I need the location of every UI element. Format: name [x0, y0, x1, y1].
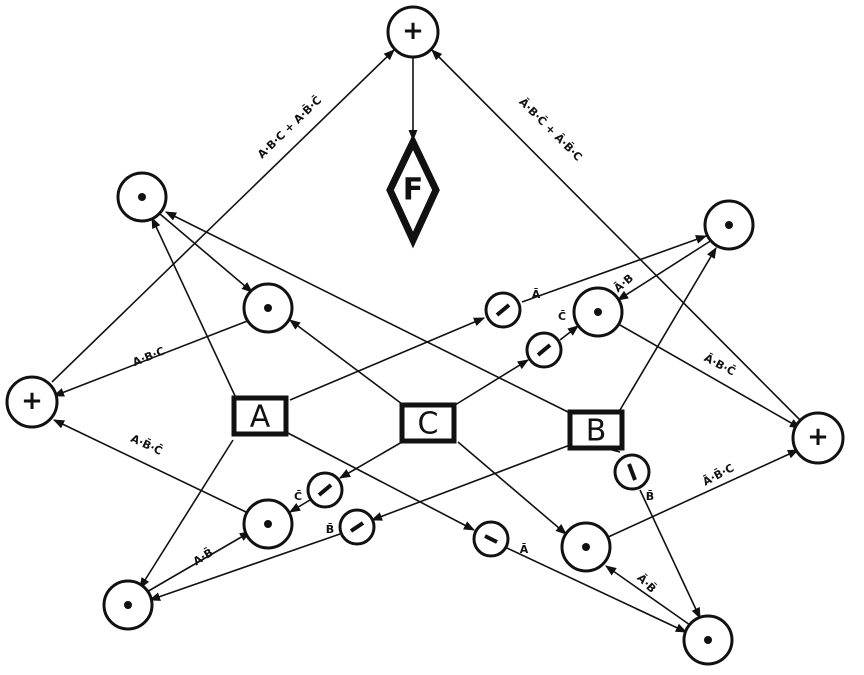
edge-not-b-to-and-bl: [148, 533, 341, 601]
label-abc: A·B·C: [131, 344, 167, 369]
label-not-a-bottom: Ā: [520, 543, 529, 556]
svg-text:+: +: [402, 16, 424, 46]
not-gate-a-bottom: [472, 520, 510, 558]
label-not-a-top: Ā: [532, 288, 541, 301]
edge-a-to-and-tl: [151, 216, 237, 399]
edge-c-to-not-c-left: [339, 441, 403, 479]
and-gate-na-nb: [682, 614, 734, 666]
or-gates: + + +: [5, 5, 845, 465]
edge-not-b-to-and-br: [639, 489, 701, 620]
edge-a-to-not-a-bottom: [285, 431, 475, 531]
label-or-right-to-top: Ā·B·C̄ + Ā·B̄·C: [516, 95, 584, 163]
edge-a-to-and-bl: [139, 439, 234, 589]
or-gate-right: +: [791, 411, 845, 465]
edge-not-c-to-and-ab-nc: [289, 499, 311, 513]
edge-and-bl-to-and-ab-nc: [144, 531, 251, 594]
edge-abc-to-or-left: [52, 319, 251, 397]
input-boxes: A C B: [231, 395, 625, 451]
not-gate-b-right: [613, 453, 651, 491]
edge-ab-nc-to-or-left: [52, 419, 247, 513]
edge-not-c-to-and-nab-nc: [559, 325, 579, 341]
svg-text:B: B: [586, 414, 607, 449]
edge-not-a-to-and-br: [506, 547, 688, 633]
svg-text:+: +: [807, 422, 829, 452]
edge-a-to-not-a-top: [289, 317, 486, 401]
label-na-nb: Ā·B̄: [634, 571, 658, 595]
label-not-c-left: C̄: [294, 490, 302, 503]
and-gate-na-b-nc: [572, 286, 624, 338]
not-gate-c-right: [525, 331, 563, 369]
edge-c-to-and-nanb-c: [457, 441, 567, 535]
edge-and-tr-to-and-nab-nc: [617, 239, 713, 301]
edge-nab-nc-to-or-right: [619, 324, 801, 429]
svg-text:A: A: [250, 400, 271, 435]
output-f: F: [386, 133, 440, 249]
input-a: A: [231, 395, 289, 437]
and-gate-a-b: [116, 171, 168, 223]
label-na-nb-c: Ā·B̄·C: [701, 461, 737, 488]
edge-c-to-not-c-right: [454, 359, 529, 406]
and-gate-a-nb: [102, 579, 154, 631]
svg-text:C: C: [418, 407, 439, 442]
and-gate-na-nb-c: [560, 521, 612, 573]
and-gate-a-nb-nc: [242, 498, 294, 550]
and-gates: [102, 171, 755, 666]
not-gates: [306, 291, 651, 558]
label-not-c-right: C̄: [558, 310, 566, 323]
label-not-b-right: B̄: [646, 490, 654, 503]
edge-nanb-c-to-or-right: [605, 449, 800, 539]
input-b: B: [567, 409, 625, 451]
edges: [51, 49, 801, 633]
and-gate-na-b: [703, 199, 755, 251]
edge-or-right-to-top: [431, 49, 801, 421]
not-gate-c-left: [306, 471, 344, 509]
output-label: F: [403, 173, 424, 208]
edge-not-a-to-and-tr: [521, 235, 708, 303]
not-gate-b-left: [338, 508, 376, 546]
label-not-b-left: B̄: [326, 523, 334, 536]
label-a-nb: A·B̄: [191, 546, 216, 568]
and-gate-a-b-c: [242, 282, 294, 334]
edge-c-to-and-abc: [289, 319, 403, 405]
label-ab-nc-nc: A·B̄·C̄: [129, 432, 165, 458]
not-gate-a-top: [484, 291, 522, 329]
input-c: C: [399, 402, 457, 444]
edge-b-to-and-tr: [619, 247, 717, 411]
edge-b-to-not-b-left: [370, 444, 571, 521]
edge-or-left-to-top: [51, 49, 395, 383]
or-gate-left: +: [5, 375, 59, 429]
or-gate-top: +: [386, 5, 440, 59]
edge-and-br-to-and-nanb-c: [605, 565, 691, 626]
edge-and-tl-to-and-abc: [159, 213, 253, 293]
edge-b-to-and-tl: [164, 211, 573, 415]
svg-text:+: +: [21, 386, 43, 416]
